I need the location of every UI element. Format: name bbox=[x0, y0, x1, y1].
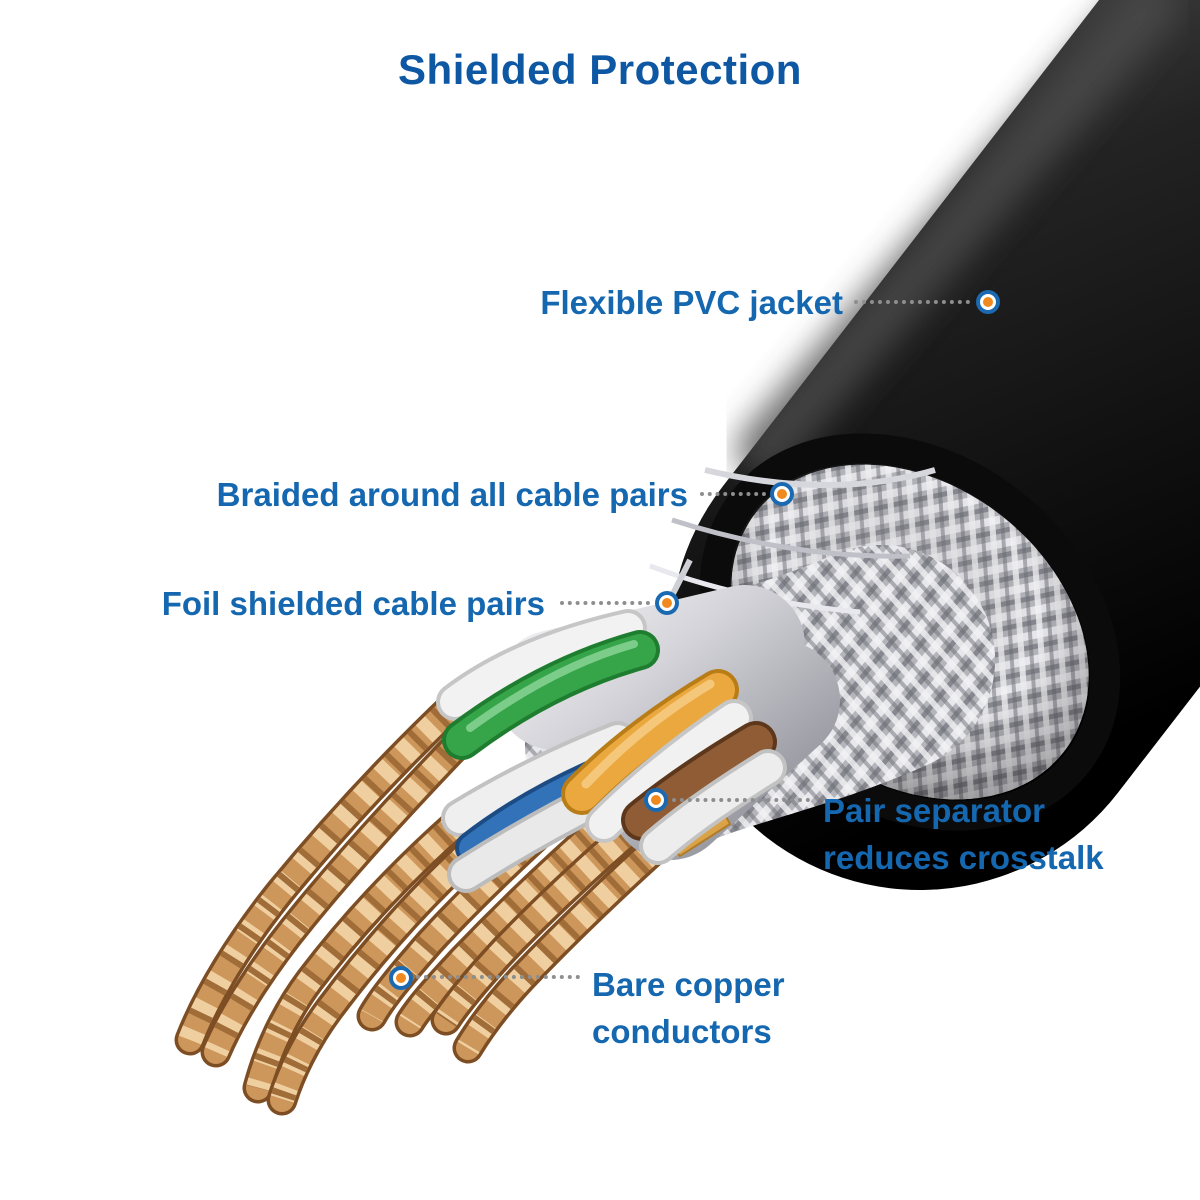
leader-pvc bbox=[854, 300, 970, 304]
marker-separator bbox=[648, 792, 664, 808]
leader-separator bbox=[672, 798, 810, 802]
marker-foil bbox=[659, 595, 675, 611]
wire-pair-brown bbox=[621, 721, 787, 865]
leader-braid bbox=[700, 492, 766, 496]
label-pvc-jacket: Flexible PVC jacket bbox=[540, 284, 843, 321]
label-line: reduces crosstalk bbox=[823, 839, 1104, 876]
label-braided-shield: Braided around all cable pairs bbox=[216, 476, 688, 513]
leader-foil bbox=[560, 601, 650, 605]
label-line: Pair separator bbox=[823, 792, 1045, 829]
marker-copper bbox=[393, 970, 409, 986]
marker-braid bbox=[774, 486, 790, 502]
label-pair-separator: Pair separator reduces crosstalk bbox=[823, 787, 1104, 881]
diagram-title: Shielded Protection bbox=[398, 46, 802, 93]
label-foil-shield: Foil shielded cable pairs bbox=[161, 585, 545, 622]
wire-pair-green bbox=[436, 609, 660, 760]
label-line: Bare copper bbox=[592, 966, 785, 1003]
leader-copper bbox=[416, 975, 580, 979]
wire-pair-orange bbox=[561, 669, 753, 843]
marker-pvc bbox=[980, 294, 996, 310]
twisted-pairs bbox=[436, 609, 787, 893]
label-bare-copper: Bare copper conductors bbox=[592, 961, 785, 1055]
label-line: conductors bbox=[592, 1013, 772, 1050]
